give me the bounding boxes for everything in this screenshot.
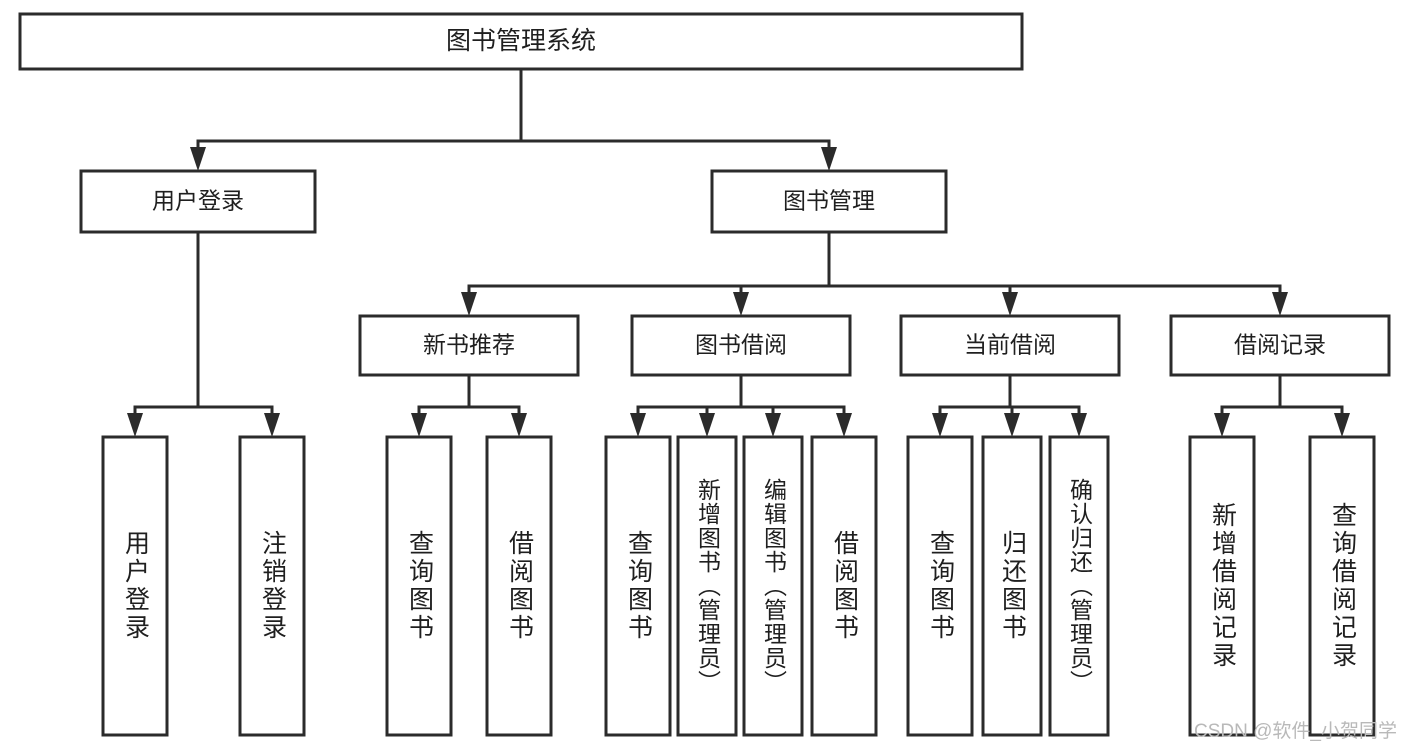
node-box-leaf-query-book-recommend[interactable] xyxy=(385,435,453,737)
node-box-leaf-confirm-return-admin[interactable] xyxy=(1048,435,1110,737)
node-box-layer xyxy=(18,12,1391,737)
connector-conn-user-login-to-leaves xyxy=(127,230,280,437)
node-box-leaf-return-book[interactable] xyxy=(981,435,1043,737)
connector-conn-book-manage-to-level2 xyxy=(461,230,1288,316)
node-box-leaf-query-book-current[interactable] xyxy=(906,435,974,737)
csdn-watermark: CSDN @软件_小贺同学 xyxy=(1194,721,1397,742)
connector-conn-new-book-recommend-to-leaves xyxy=(411,373,527,437)
node-box-leaf-query-borrow-record[interactable] xyxy=(1308,435,1376,737)
node-box-leaf-add-book-admin[interactable] xyxy=(676,435,738,737)
connector-conn-book-borrow-to-leaves xyxy=(630,373,852,437)
node-box-borrow-record[interactable] xyxy=(1169,314,1391,377)
node-box-leaf-add-borrow-record[interactable] xyxy=(1188,435,1256,737)
node-box-leaf-borrow-book[interactable] xyxy=(810,435,878,737)
node-box-leaf-edit-book-admin[interactable] xyxy=(742,435,804,737)
node-label-current-borrow: 当前借阅 xyxy=(964,332,1056,358)
node-box-leaf-logout-login[interactable] xyxy=(238,435,306,737)
node-label-user-login: 用户登录 xyxy=(152,188,244,214)
node-box-leaf-query-book-borrow[interactable] xyxy=(604,435,672,737)
node-box-current-borrow[interactable] xyxy=(899,314,1121,377)
node-box-leaf-borrow-book-recommend[interactable] xyxy=(485,435,553,737)
node-label-root: 图书管理系统 xyxy=(446,27,596,55)
node-label-borrow-record: 借阅记录 xyxy=(1234,332,1326,358)
node-box-new-book-recommend[interactable] xyxy=(358,314,580,377)
connector-conn-root-to-level1 xyxy=(190,67,837,171)
node-label-book-borrow: 图书借阅 xyxy=(695,332,787,358)
node-box-leaf-user-login[interactable] xyxy=(101,435,169,737)
node-label-new-book-recommend: 新书推荐 xyxy=(423,332,515,358)
node-label-book-manage: 图书管理 xyxy=(783,188,875,214)
connector-layer xyxy=(127,67,1350,437)
node-box-book-borrow[interactable] xyxy=(630,314,852,377)
node-box-user-login[interactable] xyxy=(79,169,317,234)
connector-conn-current-borrow-to-leaves xyxy=(932,373,1087,437)
node-box-book-manage[interactable] xyxy=(710,169,948,234)
node-box-root[interactable] xyxy=(18,12,1024,71)
connector-conn-borrow-record-to-leaves xyxy=(1214,373,1350,437)
